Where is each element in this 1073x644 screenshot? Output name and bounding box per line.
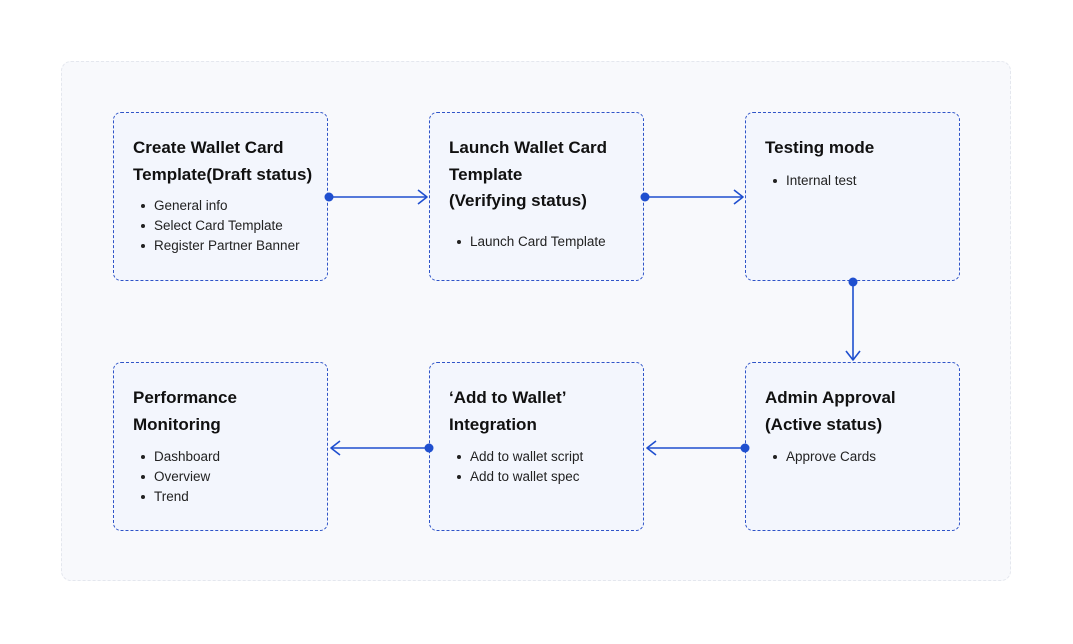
step-title: Create Wallet Card Template(Draft status… [133,138,313,184]
step-item: General info [133,196,315,216]
bullet-icon [457,455,461,459]
step-item: Add to wallet script [449,447,631,467]
step-item: Launch Card Template [449,232,631,252]
step-item-label: Approve Cards [786,449,877,464]
step-item-label: Overview [154,469,211,484]
step-items: Launch Card Template [449,232,631,252]
step-title: Launch Wallet Card Template (Verifying s… [449,138,608,210]
step-item-label: Register Partner Banner [154,238,300,253]
bullet-icon [773,178,777,183]
step-item: Internal test [765,171,947,191]
step-item-label: Launch Card Template [470,233,606,249]
step-performance-monitoring: Performance Monitoring Dashboard Overvie… [113,362,328,531]
bullet-icon [141,244,145,248]
step-add-to-wallet-integration: ‘Add to Wallet’ Integration Add to walle… [429,362,644,531]
bullet-icon [141,455,145,459]
step-item: Register Partner Banner [133,236,315,256]
bullet-icon [141,475,145,479]
step-item-label: General info [154,198,228,213]
step-item: Dashboard [133,447,315,467]
step-testing-mode: Testing mode Internal test [745,112,960,281]
bullet-icon [457,239,461,244]
step-item: Trend [133,487,315,507]
step-item: Select Card Template [133,216,315,236]
step-title: ‘Add to Wallet’ Integration [449,388,567,434]
step-item: Add to wallet spec [449,467,631,487]
step-launch-wallet-card-template: Launch Wallet Card Template (Verifying s… [429,112,644,281]
step-item: Approve Cards [765,447,947,467]
bullet-icon [141,224,145,228]
bullet-icon [141,495,145,499]
step-item: Overview [133,467,315,487]
step-items: Internal test [765,171,947,191]
bullet-icon [773,455,777,459]
step-item-label: Add to wallet spec [470,469,580,484]
step-title: Testing mode [765,138,875,157]
step-item-label: Select Card Template [154,218,283,233]
step-item-label: Dashboard [154,449,221,464]
step-create-wallet-card-template: Create Wallet Card Template(Draft status… [113,112,328,281]
step-item-label: Internal test [786,172,857,188]
step-items: General info Select Card Template Regist… [133,196,315,256]
step-title: Performance Monitoring [133,388,237,434]
step-items: Add to wallet script Add to wallet spec [449,447,631,487]
bullet-icon [141,204,145,208]
step-admin-approval: Admin Approval (Active status) Approve C… [745,362,960,531]
step-title: Admin Approval (Active status) [765,388,896,434]
step-item-label: Add to wallet script [470,449,584,464]
step-items: Approve Cards [765,447,947,467]
bullet-icon [457,475,461,479]
step-item-label: Trend [154,489,189,504]
step-items: Dashboard Overview Trend [133,447,315,507]
